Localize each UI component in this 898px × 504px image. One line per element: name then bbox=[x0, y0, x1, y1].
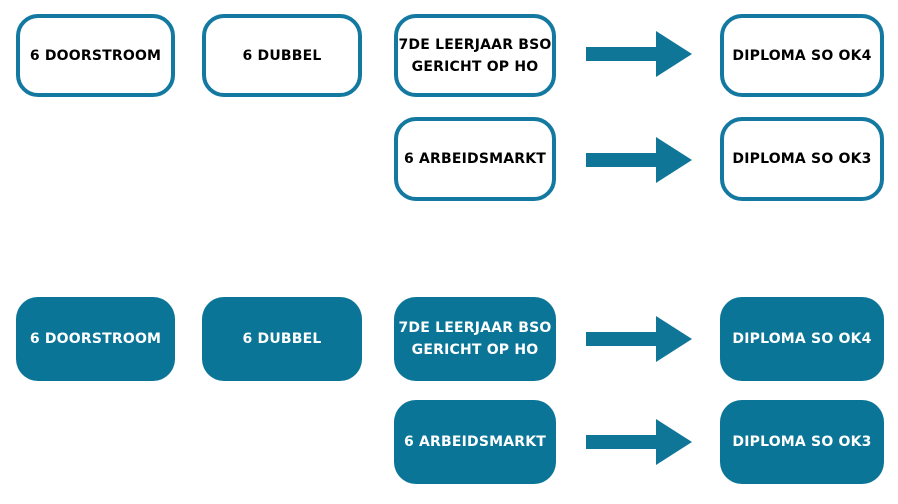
outline-diploma-ok4-box: DIPLOMA SO OK4 bbox=[720, 14, 884, 97]
filled-doorstroom-box: 6 DOORSTROOM bbox=[16, 297, 175, 381]
outline-arbeidsmarkt-label: 6 ARBEIDSMARKT bbox=[403, 151, 547, 167]
filled-diploma-ok3-label: DIPLOMA SO OK3 bbox=[732, 434, 872, 450]
arrow-shaft bbox=[586, 153, 658, 167]
arrow-shaft bbox=[586, 47, 658, 61]
outline-doorstroom-box: 6 DOORSTROOM bbox=[16, 14, 175, 97]
filled-diploma-ok4-box: DIPLOMA SO OK4 bbox=[720, 297, 884, 381]
arrow-head-icon bbox=[656, 31, 692, 77]
arrow-head-icon bbox=[656, 137, 692, 183]
filled-arrow-to-ok3 bbox=[586, 419, 692, 465]
filled-dubbel-box: 6 DUBBEL bbox=[202, 297, 362, 381]
outline-arrow-to-ok3 bbox=[586, 137, 692, 183]
outline-doorstroom-label: 6 DOORSTROOM bbox=[29, 47, 162, 64]
outline-arbeidsmarkt-box: 6 ARBEIDSMARKT bbox=[394, 117, 556, 201]
outline-dubbel-label: 6 DUBBEL bbox=[242, 47, 322, 64]
arrow-head-icon bbox=[656, 419, 692, 465]
outline-diploma-ok4-label: DIPLOMA SO OK4 bbox=[732, 47, 872, 64]
outline-leerjaar-box: 7DE LEERJAAR BSO GERICHT OP HO bbox=[394, 14, 556, 97]
arrow-shaft bbox=[586, 435, 658, 449]
arrow-shaft bbox=[586, 332, 658, 346]
filled-doorstroom-label: 6 DOORSTROOM bbox=[29, 331, 162, 347]
outline-diploma-ok3-box: DIPLOMA SO OK3 bbox=[720, 117, 884, 201]
filled-arbeidsmarkt-box: 6 ARBEIDSMARKT bbox=[394, 400, 556, 484]
filled-arbeidsmarkt-label: 6 ARBEIDSMARKT bbox=[403, 434, 547, 450]
outline-diploma-ok3-label: DIPLOMA SO OK3 bbox=[732, 151, 872, 167]
filled-diploma-ok4-label: DIPLOMA SO OK4 bbox=[732, 331, 872, 347]
outline-leerjaar-label: 7DE LEERJAAR BSO GERICHT OP HO bbox=[398, 36, 552, 75]
outline-dubbel-box: 6 DUBBEL bbox=[202, 14, 362, 97]
filled-leerjaar-box: 7DE LEERJAAR BSO GERICHT OP HO bbox=[394, 297, 556, 381]
arrow-head-icon bbox=[656, 316, 692, 362]
outline-arrow-to-ok4 bbox=[586, 31, 692, 77]
filled-diploma-ok3-box: DIPLOMA SO OK3 bbox=[720, 400, 884, 484]
filled-leerjaar-label: 7DE LEERJAAR BSO GERICHT OP HO bbox=[398, 320, 552, 358]
filled-dubbel-label: 6 DUBBEL bbox=[242, 331, 322, 347]
filled-arrow-to-ok4 bbox=[586, 316, 692, 362]
